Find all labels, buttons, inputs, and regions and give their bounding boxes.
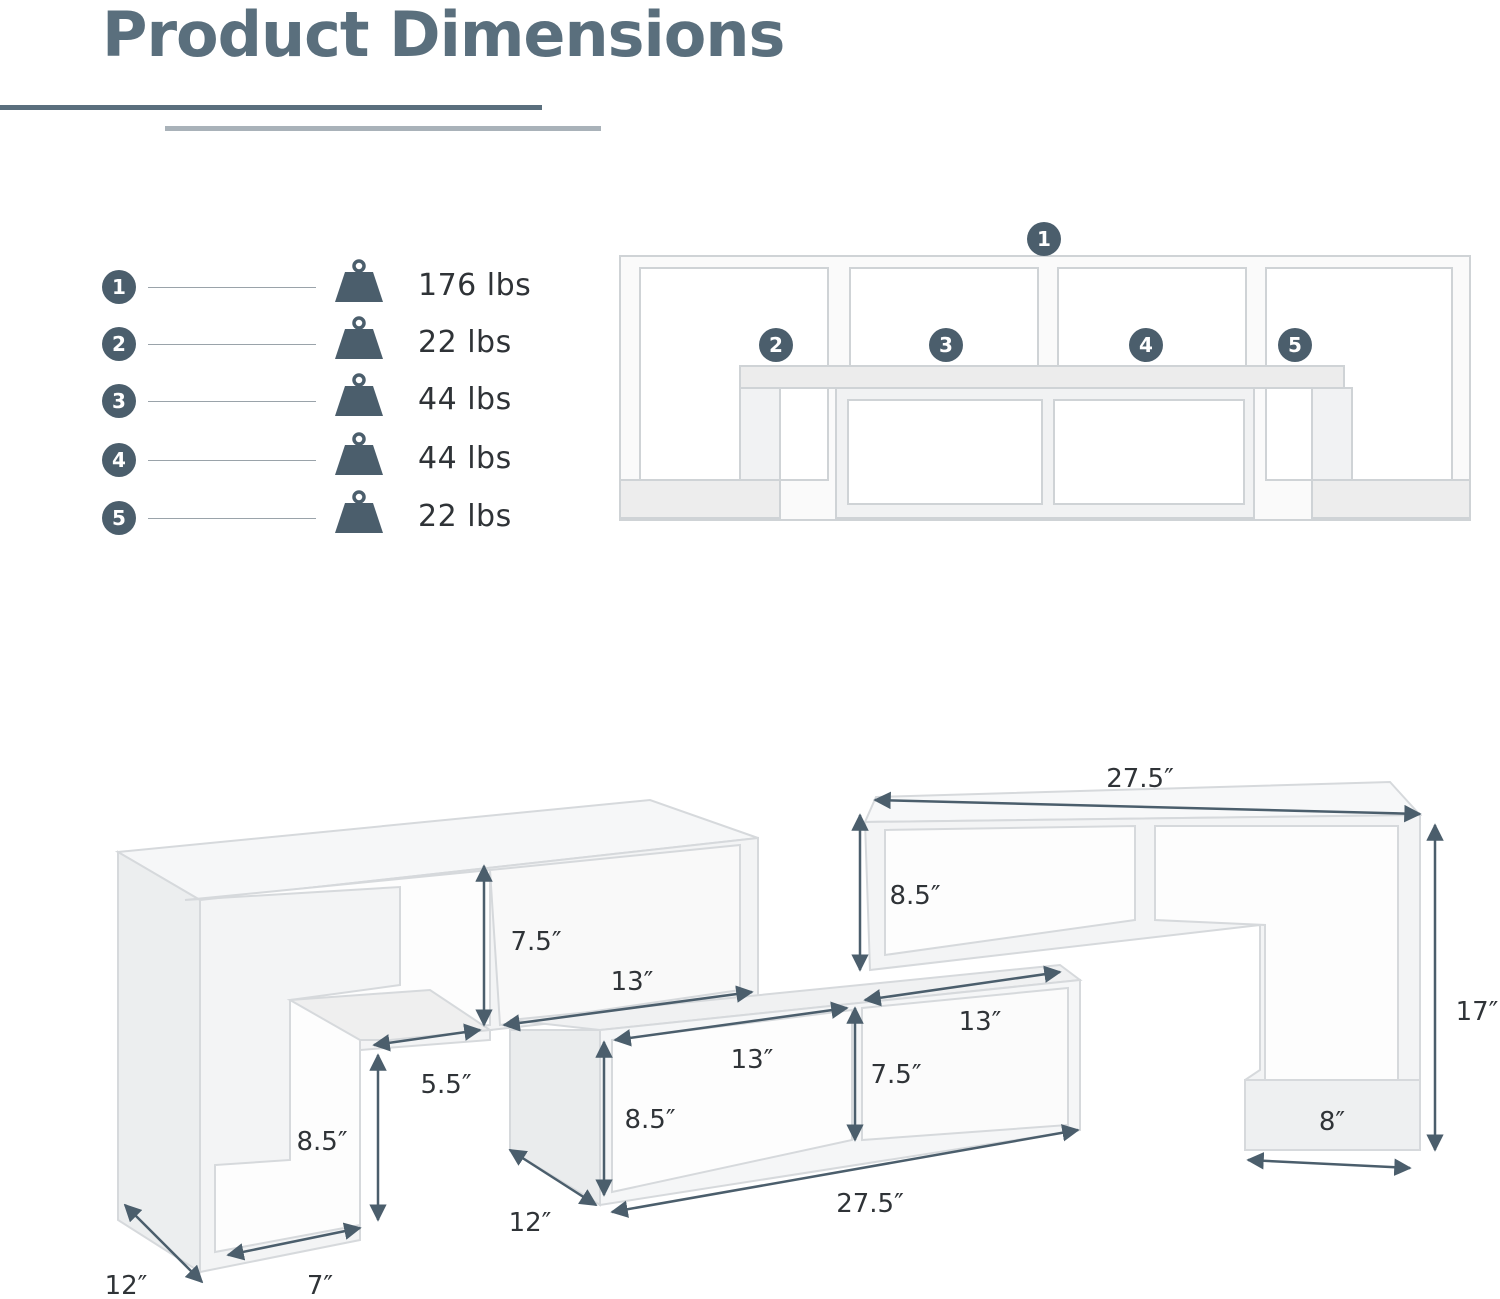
dim-label: 7″ (307, 1271, 334, 1299)
marker-label: 1 (1037, 227, 1051, 251)
number-badge: 5 (102, 501, 136, 535)
marker-badge (759, 328, 793, 362)
leader-line (148, 401, 316, 402)
weight-capacity: 44 lbs (418, 382, 512, 417)
weight-capacity: 44 lbs (418, 441, 512, 476)
title-underline-dark (0, 105, 542, 110)
legend-item: 5 22 lbs (0, 489, 560, 549)
dim-label: 13″ (611, 967, 654, 997)
leader-line (148, 460, 316, 461)
dim-label: 7.5″ (870, 1060, 921, 1090)
dim-label: 12″ (509, 1208, 552, 1238)
marker-badge (1278, 328, 1312, 362)
legend-item: 1 176 lbs (0, 258, 560, 318)
page-title: Product Dimensions (102, 0, 785, 71)
legend-item: 2 22 lbs (0, 315, 560, 375)
weight-capacity: 176 lbs (418, 268, 532, 303)
dim-label: 27.5″ (1106, 764, 1174, 794)
dim-label: 7.5″ (510, 927, 561, 957)
leader-line (148, 287, 316, 288)
weight-capacity: 22 lbs (418, 325, 512, 360)
title-underline-light (165, 126, 601, 131)
weight-icon (335, 432, 383, 475)
weight-icon (335, 373, 383, 416)
weight-icon (335, 490, 383, 533)
dim-label: 5.5″ (420, 1070, 471, 1100)
marker-label: 4 (1139, 333, 1153, 357)
legend-item: 4 44 lbs (0, 431, 560, 491)
dim-label: 13″ (959, 1007, 1002, 1037)
dim-label: 8″ (1319, 1107, 1346, 1137)
marker-label: 5 (1288, 333, 1302, 357)
number-badge: 2 (102, 327, 136, 361)
dim-label: 27.5″ (836, 1189, 904, 1219)
dim-label: 12″ (105, 1271, 148, 1299)
weight-capacity: 22 lbs (418, 499, 512, 534)
dim-label: 8.5″ (624, 1105, 675, 1135)
marker-label: 3 (939, 333, 953, 357)
dim-label: 13″ (731, 1045, 774, 1075)
leader-line (148, 518, 316, 519)
dim-label: 8.5″ (889, 881, 940, 911)
front-view-diagram: 1 2 3 4 5 (619, 222, 1471, 521)
dimension-diagram: 27.5″ 8.5″ 17″ 8″ 7.5″ 13″ 5.5″ 8.5″ 12″… (105, 764, 1499, 1299)
marker-badge (929, 328, 963, 362)
number-badge: 4 (102, 443, 136, 477)
marker-badge (1129, 328, 1163, 362)
legend-item: 3 44 lbs (0, 372, 560, 432)
weight-icon (335, 259, 383, 302)
dim-label: 17″ (1456, 997, 1499, 1027)
weight-icon (335, 316, 383, 359)
number-badge: 3 (102, 384, 136, 418)
dim-label: 8.5″ (296, 1127, 347, 1157)
marker-label: 2 (769, 333, 783, 357)
number-badge: 1 (102, 270, 136, 304)
marker-badge (1027, 222, 1061, 256)
leader-line (148, 344, 316, 345)
